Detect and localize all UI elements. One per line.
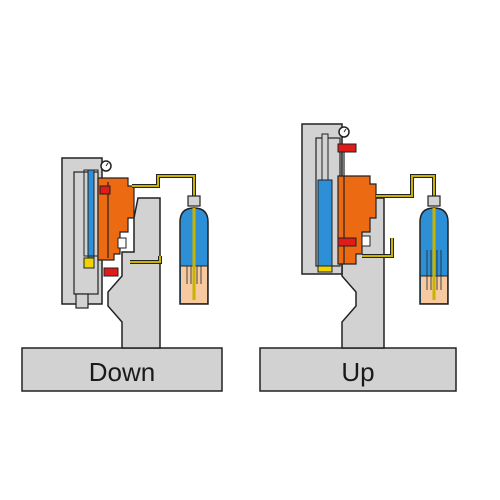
piston-rod: [321, 133, 329, 181]
piston-body: [317, 179, 333, 267]
ram-tip: [75, 293, 89, 309]
cylinder-notch: [117, 237, 127, 249]
base-plate: [21, 347, 223, 392]
base-plate: [259, 347, 457, 392]
gas-tank-valve: [187, 195, 201, 207]
red-stop-top: [99, 185, 111, 195]
gas-tank-valve: [427, 195, 441, 207]
red-stop-bottom: [103, 267, 119, 277]
press-down-diagram: Down: [21, 157, 223, 392]
yellow-block: [83, 257, 95, 269]
yellow-block: [317, 265, 333, 273]
red-stop-bottom: [337, 237, 357, 247]
red-stop-top: [337, 143, 357, 153]
press-up-diagram: Up: [259, 123, 457, 392]
press-frame: [107, 197, 161, 349]
label-down: Down: [89, 357, 155, 387]
cylinder-notch: [361, 235, 371, 247]
piston-rod: [87, 169, 95, 259]
hydraulic-cylinder: [97, 177, 135, 261]
label-up: Up: [341, 357, 374, 387]
piston-bore: [83, 169, 99, 257]
